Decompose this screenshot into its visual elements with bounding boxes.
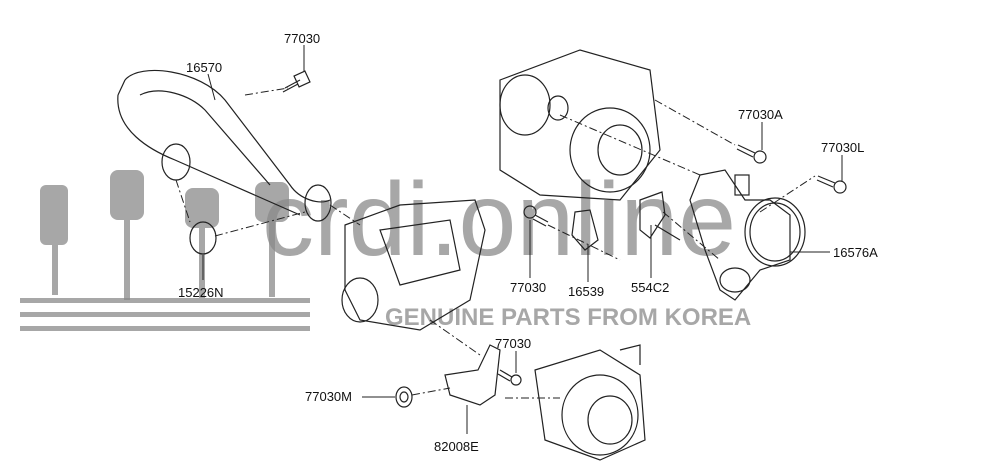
watermark-logo-icon: [20, 170, 310, 331]
watermark-site: crdi.online: [262, 162, 736, 278]
bracket-16539-part[interactable]: [571, 209, 599, 251]
sensor-554c2-part[interactable]: [639, 191, 681, 241]
label-77030-low: 77030: [495, 336, 531, 351]
throttle-body-16576a-part[interactable]: [689, 169, 806, 301]
label-16539: 16539: [568, 284, 604, 299]
bracket-82008e-part[interactable]: [444, 344, 501, 406]
label-77030l: 77030L: [821, 140, 864, 155]
label-77030a: 77030A: [738, 107, 783, 122]
oring-15226n-part[interactable]: [189, 221, 217, 255]
bolt-77030-low-part[interactable]: [497, 369, 522, 386]
label-77030-top: 77030: [284, 31, 320, 46]
label-554c2: 554C2: [631, 280, 669, 295]
turbocharger-part[interactable]: [499, 49, 661, 201]
label-77030m: 77030M: [305, 389, 352, 404]
watermark-tagline: GENUINE PARTS FROM KOREA: [385, 304, 751, 331]
label-77030-mid: 77030: [510, 280, 546, 295]
nut-77030m-part[interactable]: [395, 386, 413, 408]
bolt-77030l-part[interactable]: [816, 175, 847, 194]
bolt-77030a-part[interactable]: [736, 144, 767, 164]
coolant-housing-part[interactable]: [341, 199, 486, 331]
label-16570: 16570: [186, 60, 222, 75]
bolt-77030-mid-part[interactable]: [523, 205, 549, 227]
vacuum-pump-part[interactable]: [534, 344, 646, 461]
bolt-77030-top-part[interactable]: [282, 70, 311, 93]
hose-16570-part[interactable]: [117, 69, 332, 222]
label-15226n: 15226N: [178, 285, 224, 300]
label-82008e: 82008E: [434, 439, 479, 454]
label-16576a: 16576A: [833, 245, 878, 260]
